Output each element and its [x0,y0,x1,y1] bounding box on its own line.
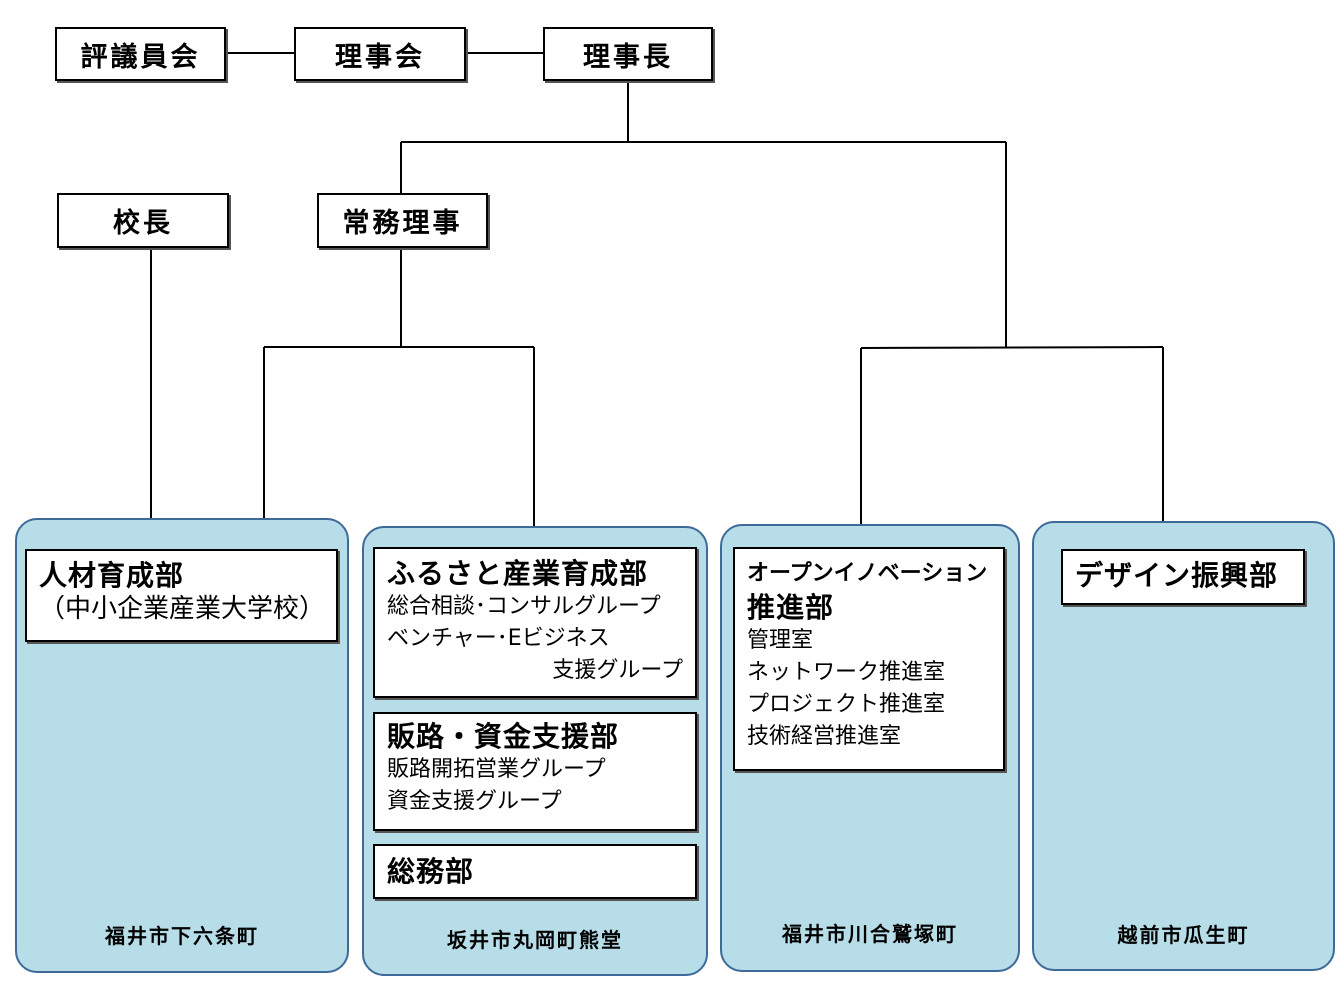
site-location: 福井市下六条町 [105,924,259,948]
board-box: 理事会 [294,27,466,81]
principal-label: 校長 [113,208,173,239]
chairman-box: 理事長 [543,27,713,81]
dept-title: 販路・資金支援部 [387,720,620,753]
council-box: 評議員会 [55,27,226,81]
dept-furusato-sangyo: ふるさと産業育成部 総合相談･コンサルグループ ベンチャー･Eビジネス 支援グル… [373,547,697,698]
board-label: 理事会 [335,41,425,73]
group-item: プロジェクト推進室 [747,692,946,717]
dept-title: 人材育成部 [39,559,185,592]
director-box: 常務理事 [317,193,488,248]
dept-jinzai-ikusei: 人材育成部 （中小企業産業大学校） [25,549,338,642]
dept-title-line2: 推進部 [747,591,835,624]
principal-box: 校長 [57,193,229,248]
council-label: 評議員会 [80,41,201,73]
group-item: 資金支援グループ [387,789,562,814]
dept-title: ふるさと産業育成部 [387,557,649,590]
group-item: 販路開拓営業グループ [387,757,606,782]
dept-title: 総務部 [387,855,475,888]
dept-title: オープンイノベーション [747,561,988,586]
chairman-label: 理事長 [583,41,673,73]
site-location: 福井市川合鷲塚町 [782,922,958,946]
site-location: 坂井市丸岡町熊堂 [447,928,623,952]
dept-somu: 総務部 [373,844,697,899]
dept-subtitle: （中小企業産業大学校） [39,594,326,624]
dept-open-innovation: オープンイノベーション 推進部 管理室 ネットワーク推進室 プロジェクト推進室 … [733,547,1005,771]
group-item: ベンチャー･Eビジネス [387,626,610,651]
director-label: 常務理事 [342,208,463,239]
dept-hanro-shikin: 販路・資金支援部 販路開拓営業グループ 資金支援グループ [373,712,697,831]
group-item: 技術経営推進室 [747,724,902,749]
group-item: 総合相談･コンサルグループ [387,594,661,619]
dept-title: デザイン振興部 [1075,559,1279,592]
site-location: 越前市瓜生町 [1117,923,1250,947]
group-item: 支援グループ [552,658,683,683]
group-item: ネットワーク推進室 [747,660,946,685]
dept-design-shinko: デザイン振興部 [1061,549,1305,605]
group-item: 管理室 [747,628,814,653]
